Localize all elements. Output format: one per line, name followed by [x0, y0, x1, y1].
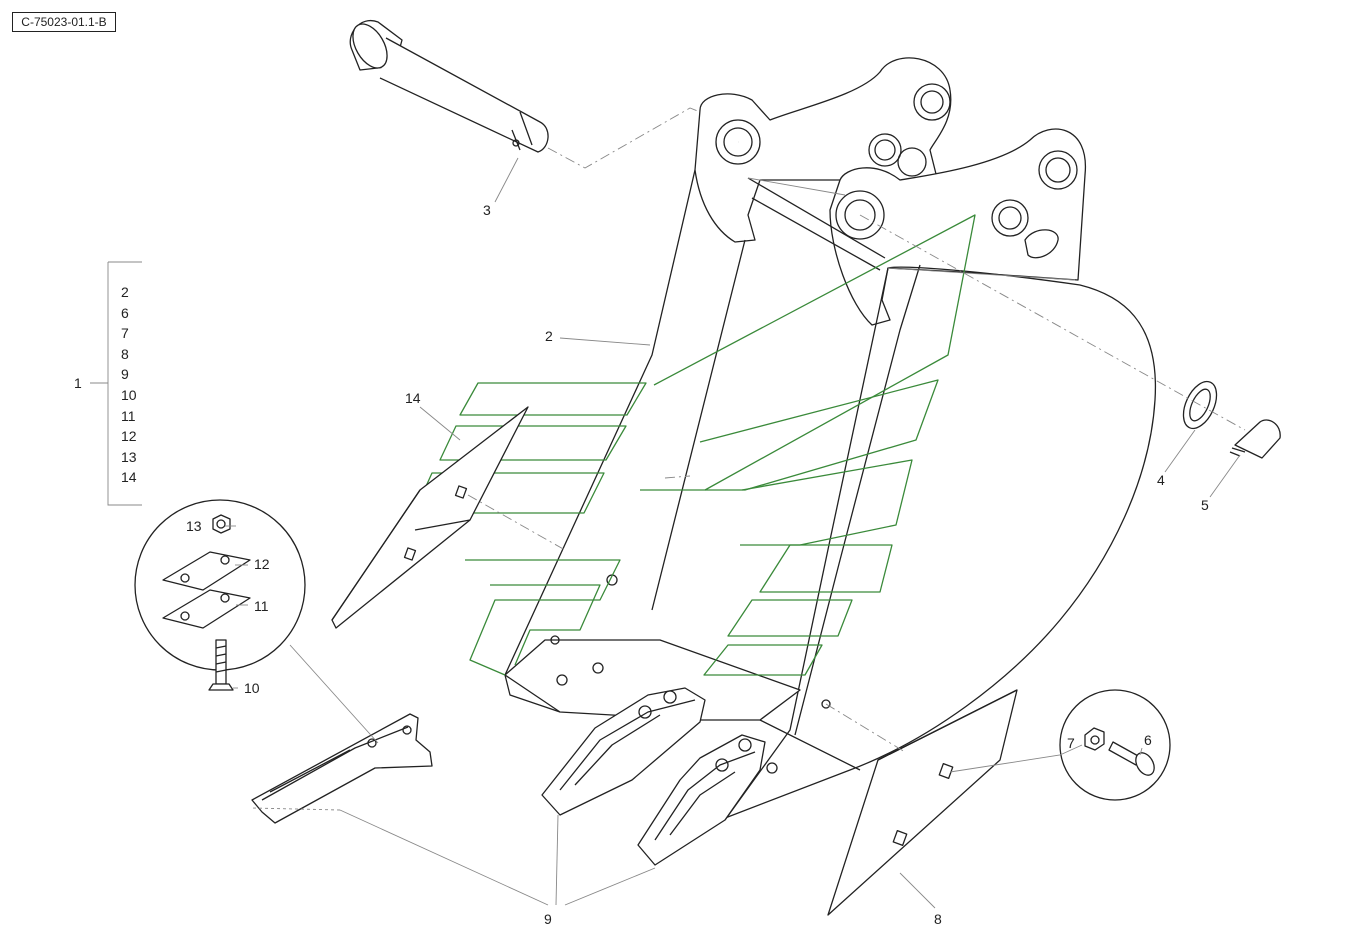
- kit-item: 9: [121, 366, 129, 383]
- shim-12[interactable]: [162, 551, 251, 591]
- callout-4[interactable]: 4: [1157, 472, 1165, 488]
- nut-7[interactable]: [1084, 727, 1105, 751]
- bolt-6[interactable]: [1108, 741, 1158, 778]
- kit-item: 7: [121, 325, 129, 342]
- detail-circle-hardware-small: [1059, 689, 1171, 801]
- pivot-pin[interactable]: [346, 18, 549, 153]
- drawing-reference: C-75023-01.1-B: [21, 15, 107, 29]
- callout-14[interactable]: 14: [405, 390, 421, 406]
- drawing-reference-box: C-75023-01.1-B: [12, 12, 116, 32]
- kit-item: 12: [121, 428, 137, 445]
- side-cutter-14[interactable]: [331, 406, 529, 629]
- shim-11[interactable]: [162, 589, 251, 629]
- leader-lines: [90, 157, 1241, 909]
- callout-5[interactable]: 5: [1201, 497, 1209, 513]
- callout-kit[interactable]: 1: [74, 375, 82, 391]
- bolt-10[interactable]: [208, 639, 234, 691]
- kit-item: 11: [121, 407, 136, 424]
- tooth-leader-extension: [251, 807, 341, 811]
- kit-contents-list: 2 6 7 8 9 10 11 12 13 14: [121, 282, 137, 488]
- tooth-left[interactable]: [251, 713, 433, 824]
- callout-7[interactable]: 7: [1067, 735, 1075, 751]
- side-cutter-8[interactable]: [827, 689, 1018, 916]
- callout-12[interactable]: 12: [254, 556, 270, 572]
- kit-item: 8: [121, 345, 129, 362]
- detail-circle-hardware: [134, 499, 306, 691]
- kit-item: 14: [121, 469, 137, 486]
- tooth-center[interactable]: [541, 687, 706, 816]
- center-lines: [467, 107, 1246, 753]
- callout-10[interactable]: 10: [244, 680, 260, 696]
- callout-8[interactable]: 8: [934, 911, 942, 927]
- callout-2[interactable]: 2: [545, 328, 553, 344]
- callout-3[interactable]: 3: [483, 202, 491, 218]
- bucket-body[interactable]: [504, 57, 1157, 821]
- kit-item: 2: [121, 284, 129, 300]
- nut-13[interactable]: [212, 514, 231, 534]
- kit-item: 13: [121, 448, 137, 465]
- reference-lines: [747, 177, 1076, 281]
- callout-9[interactable]: 9: [544, 911, 552, 927]
- callout-11[interactable]: 11: [254, 598, 269, 614]
- linch-pin[interactable]: [1229, 419, 1281, 459]
- callout-6[interactable]: 6: [1144, 732, 1152, 748]
- bucket-decal-stripes: [413, 214, 976, 676]
- tooth-right[interactable]: [637, 734, 766, 866]
- kit-item: 6: [121, 304, 129, 321]
- callout-13[interactable]: 13: [186, 518, 202, 534]
- kit-item: 10: [121, 386, 137, 403]
